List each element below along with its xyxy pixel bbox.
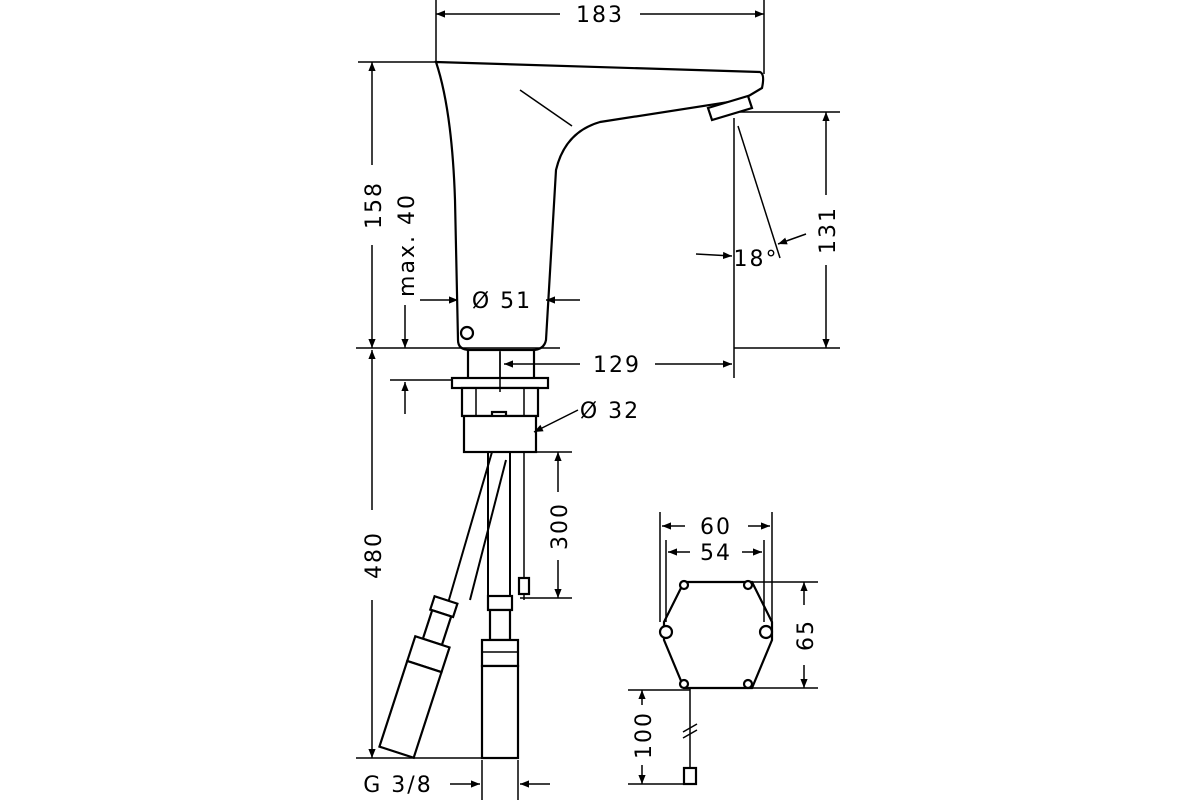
dim-max-40: max. 40 — [395, 193, 420, 297]
dim-158: 158 — [362, 181, 387, 229]
dim-diameter-32: Ø 32 — [580, 399, 640, 424]
dim-diameter-51: Ø 51 — [472, 289, 532, 314]
dim-60: 60 — [700, 515, 732, 540]
dim-angle-18: 18° — [734, 247, 779, 272]
dimension-lines — [356, 0, 840, 800]
dim-54: 54 — [700, 541, 732, 566]
dim-183: 183 — [576, 3, 624, 28]
dim-300: 300 — [548, 502, 573, 550]
mounting-assembly — [378, 348, 550, 760]
dim-129: 129 — [593, 353, 641, 378]
dim-g-3-8: G 3/8 — [363, 773, 432, 798]
control-box — [658, 579, 774, 786]
dim-100: 100 — [632, 711, 657, 759]
dim-480: 480 — [362, 531, 387, 579]
dim-131: 131 — [816, 206, 841, 254]
dim-65: 65 — [794, 619, 819, 651]
